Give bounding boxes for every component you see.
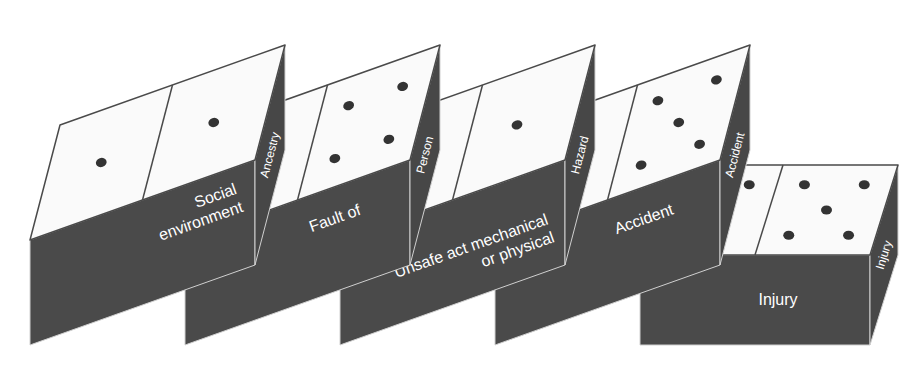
domino-pip (382, 133, 395, 145)
domino-pip (560, 156, 573, 168)
domino-pip (706, 206, 717, 215)
domino-pip (672, 116, 685, 128)
domino-pip (634, 159, 647, 171)
domino-pip (328, 152, 341, 164)
domino-front-face (640, 255, 870, 345)
domino-pip (207, 116, 220, 128)
domino-label: Injury (738, 290, 818, 309)
domino-pip (396, 80, 409, 92)
domino-divider (453, 85, 483, 200)
domino-pip (843, 231, 854, 240)
domino-pip (668, 231, 679, 240)
domino-pip (710, 74, 723, 86)
domino-pip (783, 231, 794, 240)
domino: Social environmentAncestry (30, 45, 285, 345)
domino-pip (250, 156, 263, 168)
domino-top-face (640, 165, 898, 255)
domino-pip (799, 180, 810, 189)
domino-pip (651, 95, 664, 107)
domino-divider (298, 85, 328, 200)
domino-pip (744, 180, 755, 189)
domino-shape (30, 45, 285, 345)
domino-top-face (495, 45, 750, 240)
domino-divider (608, 85, 638, 200)
domino-pip (821, 206, 832, 215)
domino-pip (416, 152, 429, 164)
domino-divider (143, 85, 173, 200)
domino-pip (693, 138, 706, 150)
domino-pip (342, 100, 355, 112)
domino-pip (859, 180, 870, 189)
domino-divider (755, 165, 783, 255)
domino-top-face (340, 45, 595, 240)
domino-top-face (185, 45, 440, 240)
domino-pip (510, 119, 523, 131)
domino-pip (95, 156, 108, 168)
